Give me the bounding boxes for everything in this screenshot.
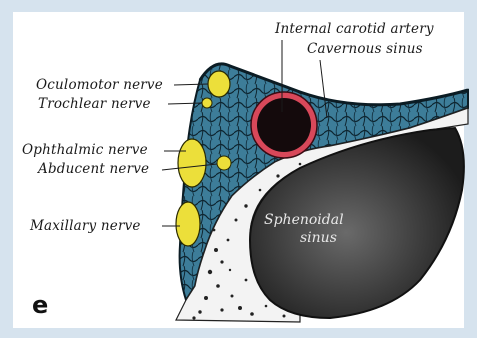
label-trochlear-nerve: Trochlear nerve	[38, 96, 151, 112]
label-internal-carotid-artery: Internal carotid artery	[274, 21, 434, 37]
oculomotor-nerve-shape	[208, 71, 230, 97]
panel-letter: e	[32, 291, 48, 319]
label-sinus: sinus	[300, 230, 337, 246]
label-maxillary-nerve: Maxillary nerve	[29, 218, 141, 234]
label-abducent-nerve: Abducent nerve	[36, 161, 149, 177]
label-sphenoidal: Sphenoidal	[264, 212, 344, 228]
label-oculomotor-nerve: Oculomotor nerve	[36, 77, 163, 93]
label-ophthalmic-nerve: Ophthalmic nerve	[22, 142, 148, 158]
ophthalmic-nerve-shape	[178, 139, 206, 187]
carotid-lumen	[257, 98, 311, 152]
abducent-nerve-shape	[217, 156, 231, 170]
trochlear-nerve-shape	[202, 98, 212, 108]
label-cavernous-sinus: Cavernous sinus	[307, 41, 423, 57]
maxillary-nerve-shape	[176, 202, 200, 246]
